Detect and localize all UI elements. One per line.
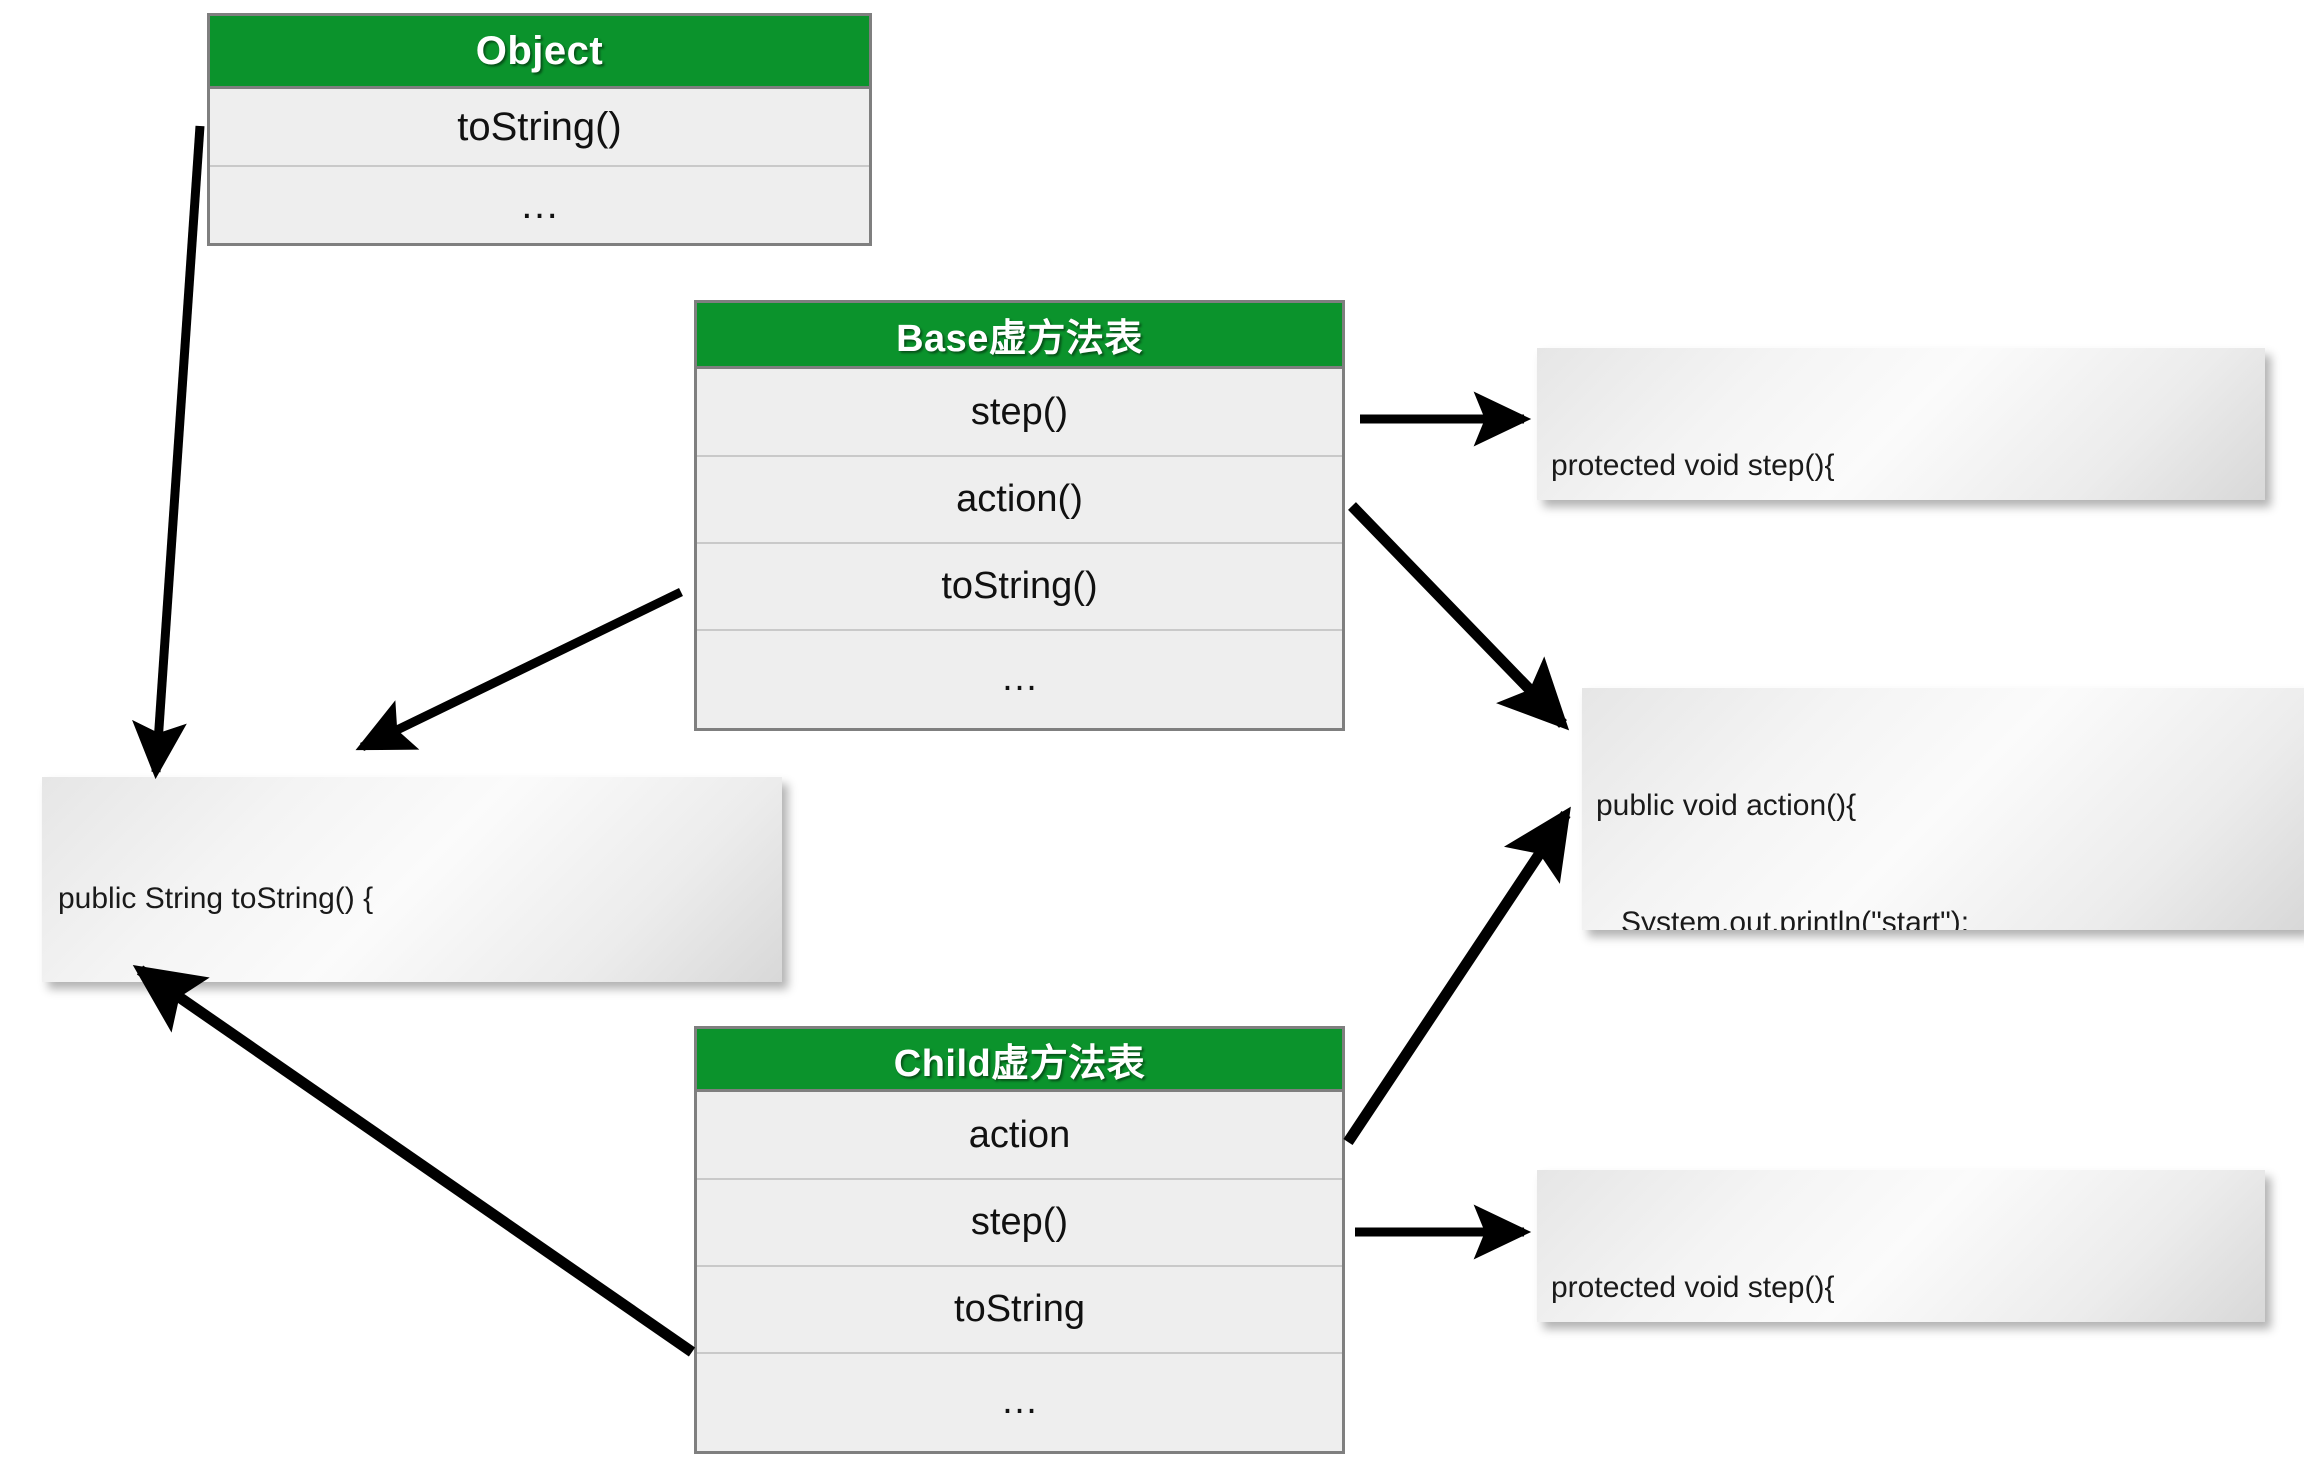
code-box-base-action[interactable]: public void action(){ System.out.println… xyxy=(1582,688,2304,930)
vtable-object-row-tostring[interactable]: toString() xyxy=(210,89,869,167)
vtable-child-row-action[interactable]: action xyxy=(697,1092,1342,1180)
vtable-child[interactable]: Child虚方法表 action step() toString … xyxy=(694,1026,1345,1454)
code-line: protected void step(){ xyxy=(1551,449,1835,482)
vtable-child-row-step[interactable]: step() xyxy=(697,1180,1342,1267)
code-line: System.out.println("start"); xyxy=(1596,906,1970,930)
vtable-child-row-tostring[interactable]: toString xyxy=(697,1267,1342,1354)
code-box-base-step[interactable]: protected void step(){ System.out.printl… xyxy=(1537,348,2265,500)
arrow-object-to-tostring-code xyxy=(132,125,205,780)
vtable-object-row-ellipsis[interactable]: … xyxy=(210,167,869,243)
code-line: public String toString() { xyxy=(58,882,374,915)
vtable-base[interactable]: Base虚方法表 step() action() toString() … xyxy=(694,300,1345,731)
vtable-child-row-ellipsis[interactable]: … xyxy=(697,1354,1342,1448)
vtable-base-row-ellipsis[interactable]: … xyxy=(697,631,1342,725)
vtable-base-row-tostring[interactable]: toString() xyxy=(697,544,1342,631)
vtable-object-header: Object xyxy=(210,16,869,89)
vtable-child-header: Child虚方法表 xyxy=(697,1029,1342,1092)
vtable-base-header: Base虚方法表 xyxy=(697,303,1342,369)
vtable-object[interactable]: Object toString() … xyxy=(207,13,872,246)
code-box-object-tostring[interactable]: public String toString() { return getCla… xyxy=(42,777,782,982)
vtable-base-row-action[interactable]: action() xyxy=(697,457,1342,544)
code-line: protected void step(){ xyxy=(1551,1271,1835,1304)
arrow-base-action-to-code xyxy=(1348,502,1570,731)
vtable-base-row-step[interactable]: step() xyxy=(697,369,1342,457)
code-box-child-step[interactable]: protected void step(){ System.out.printl… xyxy=(1537,1170,2265,1322)
arrow-child-action-to-code xyxy=(1343,806,1571,1146)
code-line: public void action(){ xyxy=(1596,789,1857,822)
arrow-base-tostring-to-code xyxy=(355,587,683,752)
arrow-child-tostring-to-code xyxy=(132,964,696,1357)
